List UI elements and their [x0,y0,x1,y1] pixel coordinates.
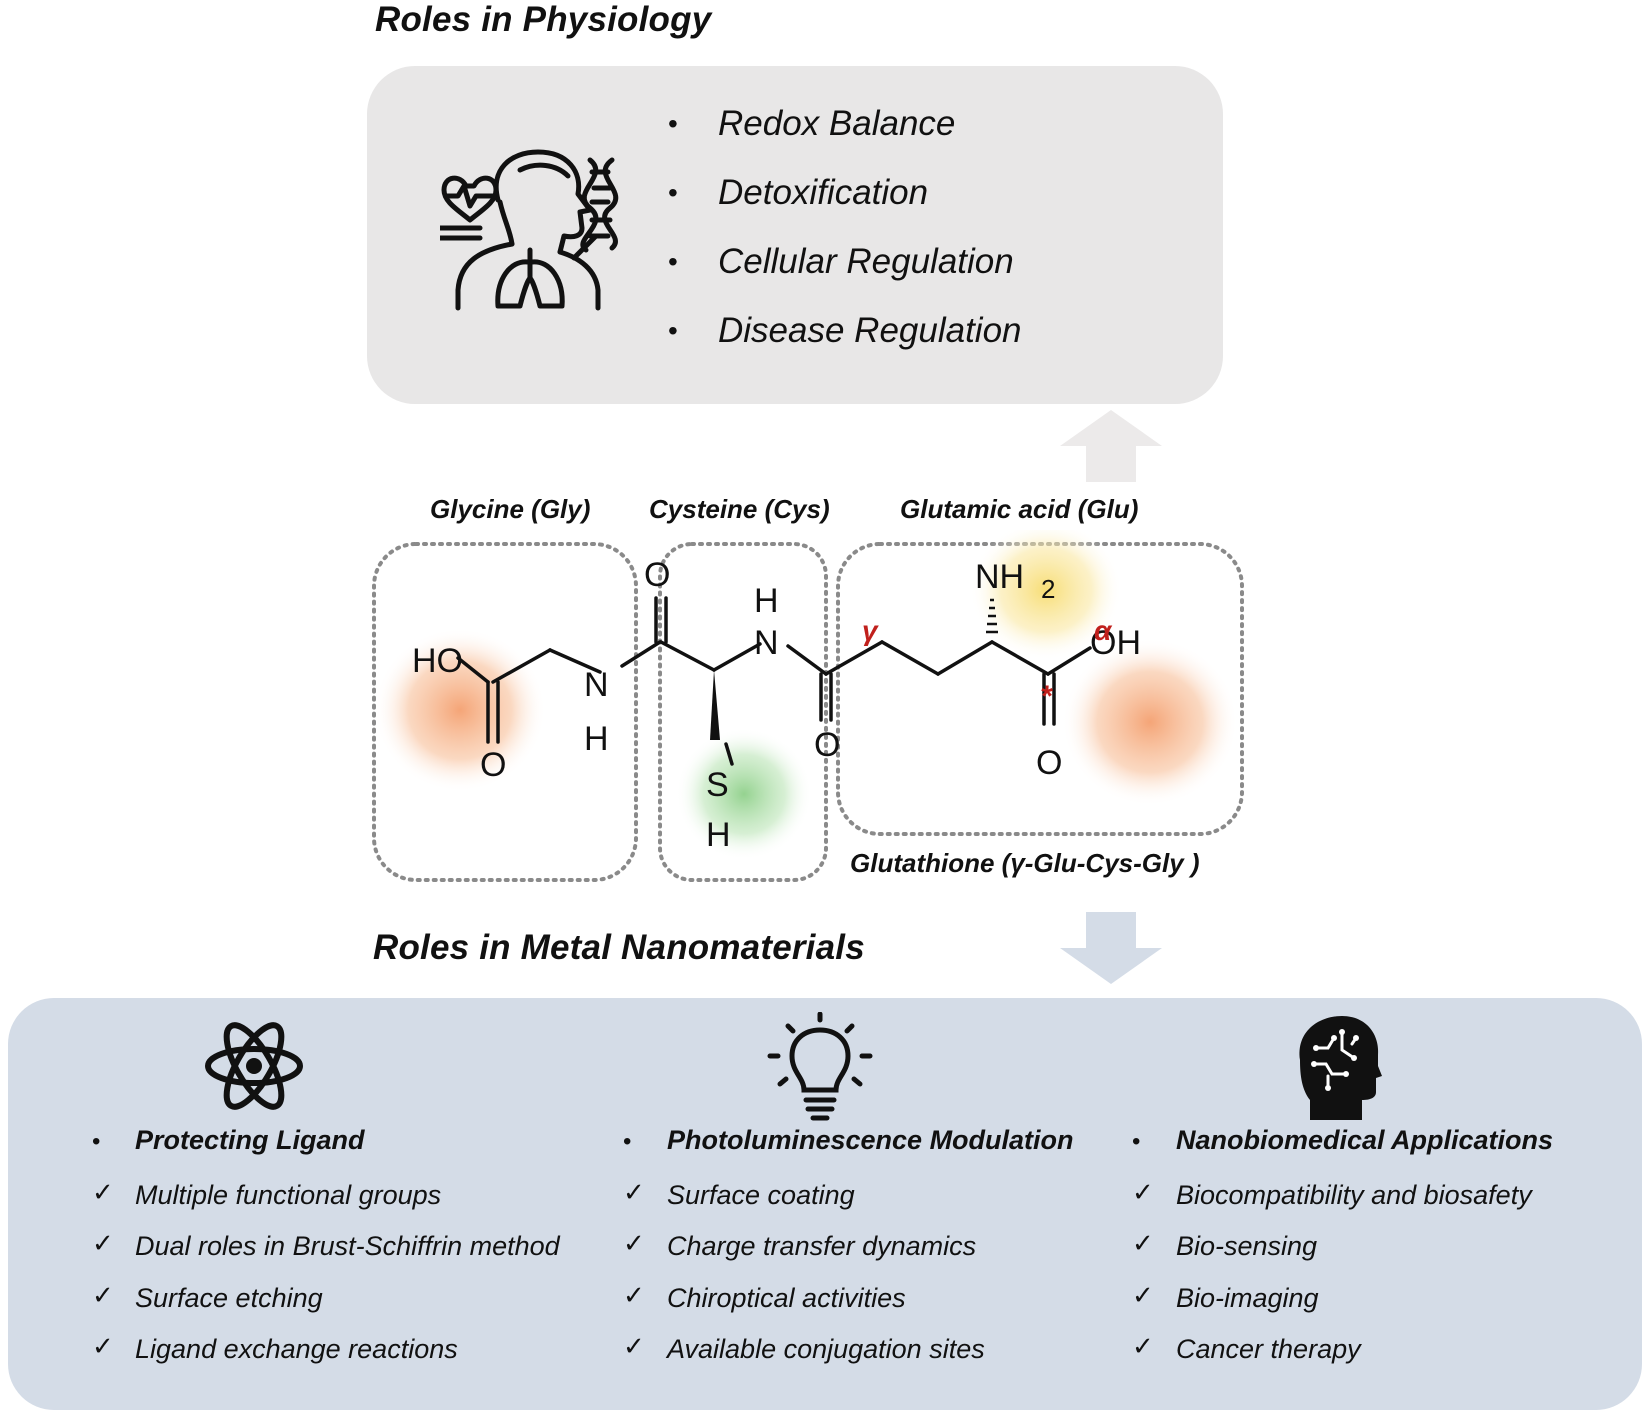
check-icon: ✓ [92,1228,114,1258]
bullet: • [92,1128,101,1155]
column-item: Available conjugation sites [667,1334,985,1364]
glutathione-label: Glutathione (γ-Glu-Cys-Gly ) [850,848,1200,878]
glutathione-structure: HO O N H O H N S H O NH 2 OH O γ α * [372,530,1244,882]
column-item: Charge transfer dynamics [667,1231,977,1261]
check-icon: ✓ [1132,1280,1154,1310]
atom-o-gly: O [480,746,506,784]
glycine-label: Glycine (Gly) [430,494,591,524]
atom-n-gly: N [584,666,609,704]
column-title: Photoluminescence Modulation [667,1125,1074,1155]
column-item: Bio-sensing [1176,1231,1318,1261]
bullet: • [668,108,678,139]
atom-o-cys: O [644,556,670,594]
atom-h-cys: H [754,582,779,620]
atom-oh: OH [1090,624,1141,662]
nanomaterials-heading: Roles in Metal Nanomaterials [373,928,865,967]
check-icon: ✓ [1132,1331,1154,1361]
check-icon: ✓ [623,1228,645,1258]
check-icon: ✓ [1132,1228,1154,1258]
gamma-label: γ [862,615,879,646]
check-icon: ✓ [623,1177,645,1207]
column-item: Dual roles in Brust-Schiffrin method [135,1231,560,1261]
column-item: Surface coating [667,1180,855,1210]
physiology-item-label: Detoxification [718,173,929,212]
physiology-item: • Detoxification [668,167,1022,236]
column-item: Multiple functional groups [135,1180,442,1210]
check-icon: ✓ [92,1177,114,1207]
bullet: • [668,246,678,277]
atom-h-s: H [706,816,731,854]
column-item: Surface etching [135,1283,323,1313]
carboxyl-highlight-glu [1062,638,1238,806]
carboxyl-highlight-gly [374,628,546,792]
physiology-item-label: Redox Balance [718,104,956,143]
atom-s: S [706,766,729,804]
check-icon: ✓ [1132,1177,1154,1207]
check-icon: ✓ [92,1280,114,1310]
amine-highlight [970,530,1122,660]
check-icon: ✓ [623,1280,645,1310]
cysteine-box [658,542,828,882]
atom-h-gly: H [584,720,609,758]
atom-ho: HO [412,642,463,680]
glycine-box [372,542,638,882]
atom-n-cys: N [754,624,779,662]
atom-o-glu: O [814,726,840,764]
cysteine-label: Cysteine (Cys) [649,494,830,524]
column-item: Cancer therapy [1176,1334,1361,1364]
physiology-heading: Roles in Physiology [375,0,712,39]
atom-nh-subscript: 2 [1041,574,1055,604]
physiology-list: • Redox Balance • Detoxification • Cellular… [668,98,1022,374]
human-health-icon [440,149,619,311]
bullet: • [623,1128,632,1155]
column-title: Nanobiomedical Applications [1176,1125,1554,1155]
bullet: • [668,315,678,346]
alpha-label: α [1094,615,1113,646]
up-arrow [1060,410,1162,482]
glutamic-acid-label: Glutamic acid (Glu) [900,494,1139,524]
atom-nh: NH [975,558,1024,596]
thiol-highlight [676,728,812,860]
column-item: Ligand exchange reactions [135,1334,458,1364]
physiology-item: • Disease Regulation [668,305,1022,374]
atom-o-cooh: O [1036,744,1062,782]
brain-head-icon [1299,1016,1382,1120]
check-icon: ✓ [92,1331,114,1361]
column-item: Biocompatibility and biosafety [1176,1180,1532,1210]
down-arrow [1060,912,1162,984]
column-item: Chiroptical activities [667,1283,906,1313]
column-title: Protecting Ligand [135,1125,365,1155]
check-icon: ✓ [623,1331,645,1361]
physiology-item: • Cellular Regulation [668,236,1022,305]
bullet: • [668,177,678,208]
lightbulb-icon [767,1012,873,1121]
physiology-item: • Redox Balance [668,98,1022,167]
chiral-star: * [1040,680,1053,713]
physiology-item-label: Cellular Regulation [718,242,1014,281]
physiology-item-label: Disease Regulation [718,311,1022,350]
column-item: Bio-imaging [1176,1283,1319,1313]
atom-icon [205,1022,303,1110]
bullet: • [1132,1128,1141,1155]
